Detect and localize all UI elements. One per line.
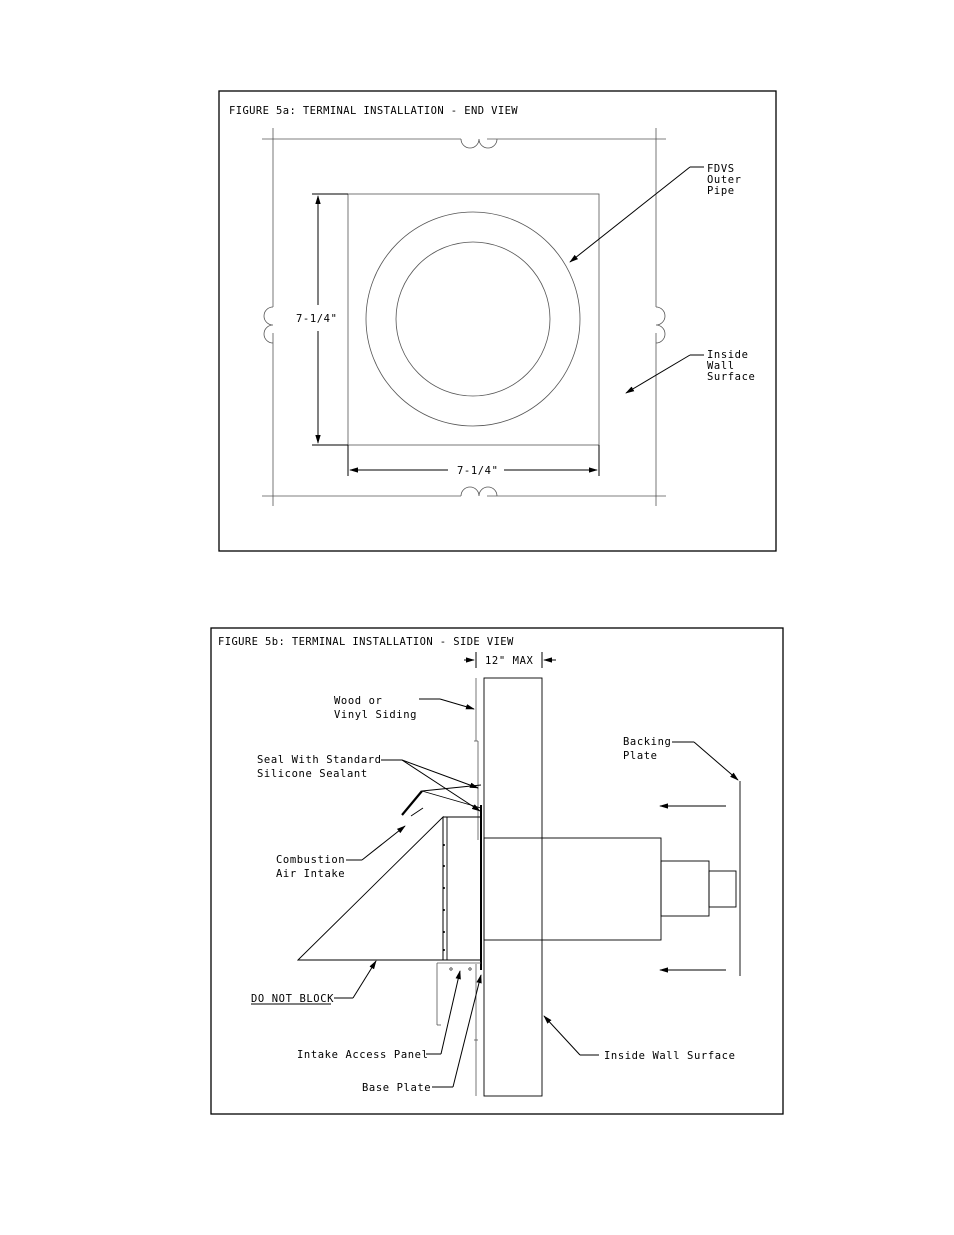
figure-5b-frame [210, 627, 784, 1115]
label-intake-access-panel: Intake Access Panel [297, 970, 461, 1061]
svg-text:Inside: Inside [707, 349, 749, 361]
dimension-horizontal-label: 7-1/4" [457, 465, 499, 477]
dimension-12-max-label: 12" MAX [485, 655, 534, 667]
outer-pipe-circle [365, 211, 581, 427]
dimension-vertical-label: 7-1/4" [296, 313, 338, 325]
svg-text:Combustion: Combustion [276, 854, 345, 866]
label-fdvs-outer-pipe: FDVS Outer Pipe [569, 163, 742, 263]
figure-5a-frame [218, 90, 777, 552]
label-combustion-air-intake: Combustion Air Intake [276, 825, 406, 880]
wall-opening-outline [262, 128, 666, 506]
svg-text:FDVS: FDVS [707, 163, 735, 175]
svg-text:Seal With Standard: Seal With Standard [257, 754, 382, 766]
svg-text:Inside Wall Surface: Inside Wall Surface [604, 1050, 736, 1062]
svg-text:DO NOT BLOCK: DO NOT BLOCK [251, 993, 334, 1005]
label-wood-vinyl-siding: Wood or Vinyl Siding [334, 695, 475, 721]
svg-text:Vinyl Siding: Vinyl Siding [334, 709, 417, 721]
svg-text:Outer: Outer [707, 174, 742, 186]
dimension-12-max: 12" MAX [464, 652, 556, 668]
svg-text:Air Intake: Air Intake [276, 868, 345, 880]
svg-text:Base Plate: Base Plate [362, 1082, 431, 1094]
label-silicone-sealant: Seal With Standard Silicone Sealant [257, 754, 481, 812]
svg-text:Silicone Sealant: Silicone Sealant [257, 768, 368, 780]
label-base-plate: Base Plate [362, 974, 482, 1094]
figure-5b-title: FIGURE 5b: TERMINAL INSTALLATION - SIDE … [218, 636, 514, 648]
vent-pipe [483, 837, 737, 941]
label-inside-wall-surface: Inside Wall Surface [625, 349, 755, 394]
svg-text:Wood or: Wood or [334, 695, 382, 707]
figure-5b: FIGURE 5b: TERMINAL INSTALLATION - SIDE … [210, 627, 784, 1115]
figure-5a: FIGURE 5a: TERMINAL INSTALLATION - END V… [218, 90, 777, 552]
svg-text:Wall: Wall [707, 360, 735, 372]
dimension-vertical: 7-1/4" [296, 193, 348, 446]
combustion-air-intake-hood [296, 815, 481, 1026]
label-do-not-block: DO NOT BLOCK [251, 960, 377, 1005]
svg-text:Surface: Surface [707, 371, 755, 383]
label-backing-plate: Backing Plate [623, 736, 739, 781]
svg-text:Pipe: Pipe [707, 185, 735, 197]
rain-cap [401, 784, 482, 817]
inner-pipe-circle [395, 241, 551, 397]
base-plate-square [347, 193, 600, 446]
svg-text:Intake Access Panel: Intake Access Panel [297, 1049, 429, 1061]
svg-text:Backing: Backing [623, 736, 671, 748]
dimension-horizontal: 7-1/4" [347, 445, 600, 477]
svg-text:Plate: Plate [623, 750, 658, 762]
figure-5a-title: FIGURE 5a: TERMINAL INSTALLATION - END V… [229, 105, 518, 117]
label-inside-wall-surface-side: Inside Wall Surface [543, 1015, 736, 1062]
